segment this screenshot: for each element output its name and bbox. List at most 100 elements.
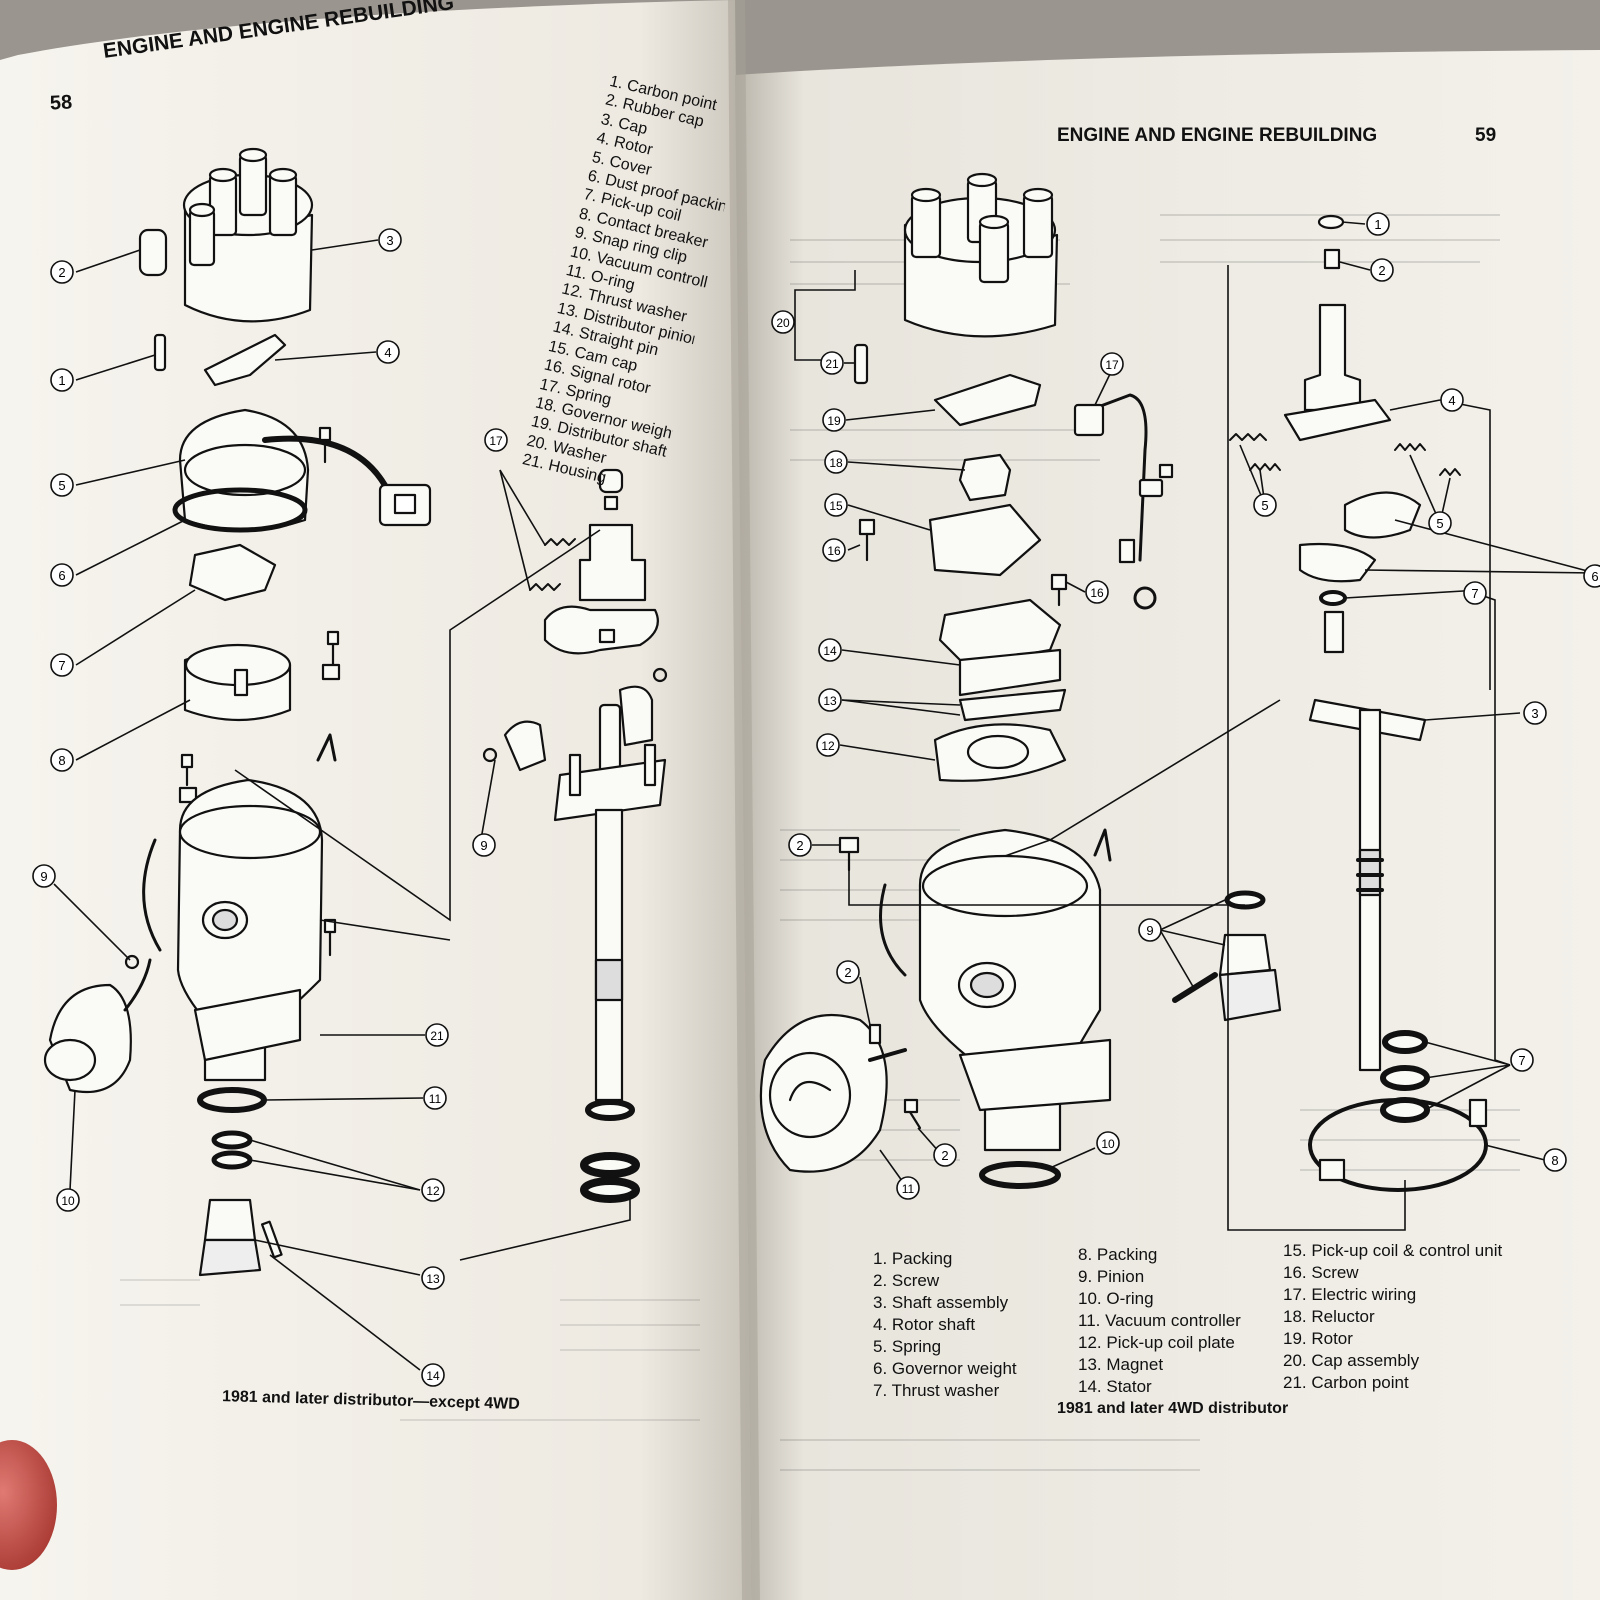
svg-text:10: 10 — [1101, 1137, 1115, 1151]
right-caption: 1981 and later 4WD distributor — [1057, 1400, 1289, 1417]
svg-text:3: 3 — [1531, 706, 1538, 721]
left-cover — [178, 408, 310, 532]
callout-r-6: 6 — [1583, 564, 1600, 588]
left-callouts: 2 3 1 4 5 6 7 8 9 10 21 11 12 13 14 17 9 — [32, 228, 508, 1387]
left-rotor — [203, 333, 287, 387]
right-stator — [958, 648, 1062, 697]
svg-text:17: 17 — [1105, 358, 1119, 372]
svg-text:2: 2 — [844, 965, 851, 980]
callout-r-18: 18 — [824, 450, 848, 474]
right-legend-item: 11. Vacuum controller — [1078, 1311, 1241, 1330]
callout-r-5a: 5 — [1253, 493, 1277, 517]
left-pickup-coil — [188, 543, 277, 602]
right-page — [735, 50, 1600, 1600]
svg-text:9: 9 — [480, 838, 487, 853]
svg-text:16: 16 — [1090, 586, 1104, 600]
callout-r-7b: 7 — [1510, 1048, 1534, 1072]
svg-text:1: 1 — [1374, 217, 1381, 232]
right-legend-item: 12. Pick-up coil plate — [1078, 1333, 1235, 1352]
left-cam-cap — [598, 468, 624, 494]
svg-text:6: 6 — [1591, 569, 1598, 584]
svg-text:13: 13 — [426, 1272, 440, 1286]
callout-l-21: 21 — [425, 1023, 449, 1047]
callout-l-14: 14 — [421, 1363, 445, 1387]
svg-text:7: 7 — [1518, 1053, 1525, 1068]
thumb — [0, 1440, 57, 1570]
callout-r-11: 11 — [896, 1176, 920, 1200]
svg-text:17: 17 — [489, 434, 503, 448]
right-legend-item: 14. Stator — [1078, 1377, 1152, 1396]
left-signal-rotor — [598, 703, 622, 777]
callout-r-10: 10 — [1096, 1131, 1120, 1155]
callout-l-7: 7 — [50, 653, 74, 677]
callout-l-5: 5 — [50, 473, 74, 497]
svg-text:2: 2 — [58, 265, 65, 280]
left-page — [0, 0, 752, 1600]
svg-text:12: 12 — [426, 1184, 440, 1198]
callout-r-4: 4 — [1440, 388, 1464, 412]
right-governor-weight — [1343, 491, 1422, 539]
svg-text:11: 11 — [902, 1182, 915, 1196]
left-pinion — [203, 1198, 257, 1242]
callout-l-6: 6 — [50, 563, 74, 587]
callout-r-20: 20 — [771, 310, 795, 334]
callout-r-16b: 16 — [1085, 580, 1109, 604]
callout-l-10: 10 — [56, 1188, 80, 1212]
svg-text:21: 21 — [430, 1029, 444, 1043]
right-legend-item: 2. Screw — [873, 1271, 940, 1290]
right-legend-col2: 8. Packing 9. Pinion 10. O-ring 11. Vacu… — [1078, 1244, 1241, 1398]
callout-r-2d: 2 — [933, 1143, 957, 1167]
svg-text:3: 3 — [386, 233, 393, 248]
svg-text:21: 21 — [825, 357, 839, 371]
callout-l-4: 4 — [376, 340, 400, 364]
callout-r-2a: 2 — [1370, 258, 1394, 282]
callout-l-13: 13 — [421, 1266, 445, 1290]
svg-text:2: 2 — [1378, 263, 1385, 278]
callout-l-3: 3 — [378, 228, 402, 252]
right-legend-item: 3. Shaft assembly — [873, 1293, 1009, 1312]
callout-r-15: 15 — [824, 493, 848, 517]
svg-text:16: 16 — [827, 544, 841, 558]
right-page-number: 59 — [1475, 125, 1497, 146]
right-legend-item: 20. Cap assembly — [1283, 1351, 1420, 1370]
callout-r-21: 21 — [820, 351, 844, 375]
callout-r-5b: 5 — [1428, 511, 1452, 535]
right-legend-item: 15. Pick-up coil & control unit — [1283, 1241, 1503, 1260]
svg-text:5: 5 — [58, 478, 65, 493]
svg-text:20: 20 — [776, 316, 790, 330]
svg-text:12: 12 — [821, 739, 835, 753]
left-distributor-shaft — [594, 808, 624, 1102]
callout-r-2b: 2 — [788, 833, 812, 857]
callout-r-19: 19 — [822, 408, 846, 432]
callout-r-12: 12 — [816, 733, 840, 757]
right-legend-item: 16. Screw — [1283, 1263, 1359, 1282]
svg-text:13: 13 — [823, 694, 837, 708]
callout-r-14: 14 — [818, 638, 842, 662]
callout-r-8: 8 — [1543, 1148, 1567, 1172]
svg-text:19: 19 — [827, 414, 841, 428]
svg-text:4: 4 — [384, 345, 391, 360]
svg-text:11: 11 — [429, 1092, 442, 1106]
svg-text:18: 18 — [829, 456, 843, 470]
right-leaders — [794, 221, 1596, 1231]
right-legend-item: 4. Rotor shaft — [873, 1315, 976, 1334]
right-legend-item: 10. O-ring — [1078, 1289, 1154, 1308]
right-page-header: ENGINE AND ENGINE REBUILDING — [1057, 125, 1378, 146]
right-legend-item: 17. Electric wiring — [1283, 1285, 1417, 1304]
right-legend-item: 21. Carbon point — [1283, 1373, 1409, 1392]
left-rubber-cap — [138, 228, 168, 277]
callout-r-13: 13 — [818, 688, 842, 712]
right-o-ring — [979, 1161, 1061, 1189]
callout-r-16a: 16 — [822, 538, 846, 562]
callout-l-11: 11 — [423, 1086, 447, 1110]
svg-text:10: 10 — [61, 1194, 75, 1208]
svg-text:1: 1 — [58, 373, 65, 388]
right-legend-col1: 1. Packing 2. Screw 3. Shaft assembly 4.… — [873, 1248, 1017, 1402]
right-legend-item: 5. Spring — [873, 1337, 942, 1356]
right-legend-item: 8. Packing — [1078, 1245, 1158, 1264]
callout-r-17: 17 — [1100, 352, 1124, 376]
callout-r-7a: 7 — [1463, 581, 1487, 605]
callout-r-9: 9 — [1138, 918, 1162, 942]
right-diagram — [759, 172, 1488, 1192]
